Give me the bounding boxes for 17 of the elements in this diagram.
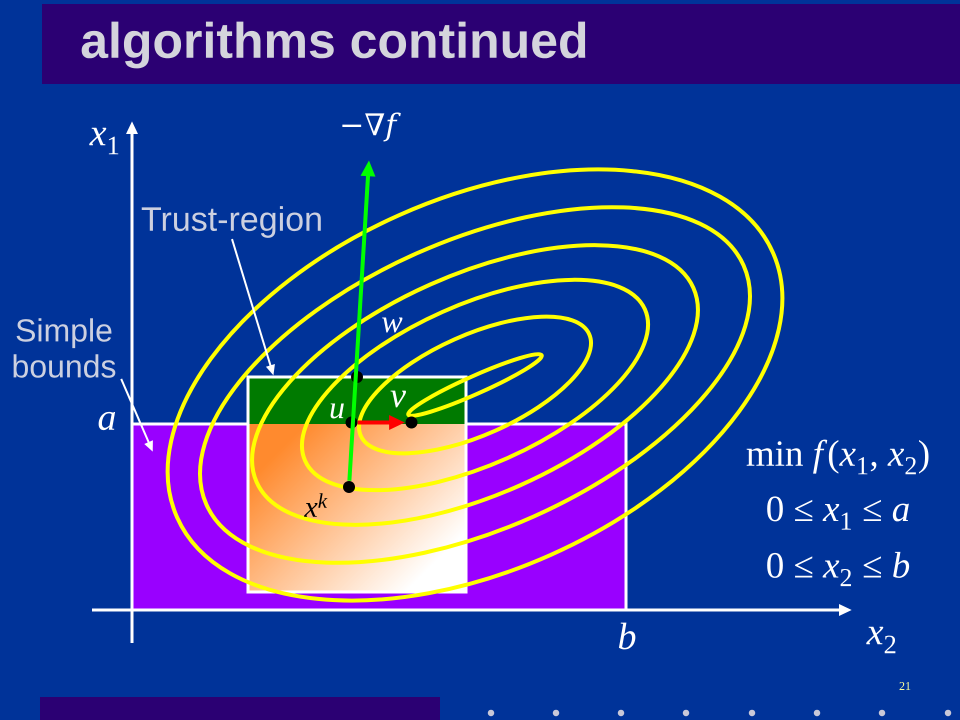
title-bar: algorithms continued xyxy=(42,4,960,84)
point-label: w xyxy=(382,318,402,332)
tick-label: a xyxy=(98,412,116,430)
callout-text: Trust-region xyxy=(142,206,321,238)
callout-text: Simple bounds xyxy=(14,318,116,378)
arrow-label: −∇f xyxy=(342,112,401,142)
formula: 0 ≤ x$_{1}$ ≤ a xyxy=(767,496,909,530)
point-label: v xyxy=(390,390,406,408)
axis-label: x$_{2}$ xyxy=(866,626,896,654)
axis-label: x$_{1}$ xyxy=(89,128,118,154)
point-label: u xyxy=(330,403,344,419)
trust-region-box xyxy=(246,376,468,594)
formula: min f(x$_{1}$, x$_{2}$) xyxy=(746,440,928,474)
page-number: 21 xyxy=(900,682,910,690)
tick-label: b xyxy=(618,622,636,650)
point-label: x$^{k}$ xyxy=(304,493,328,517)
formula: 0 ≤ x$_{2}$ ≤ b xyxy=(767,552,910,586)
